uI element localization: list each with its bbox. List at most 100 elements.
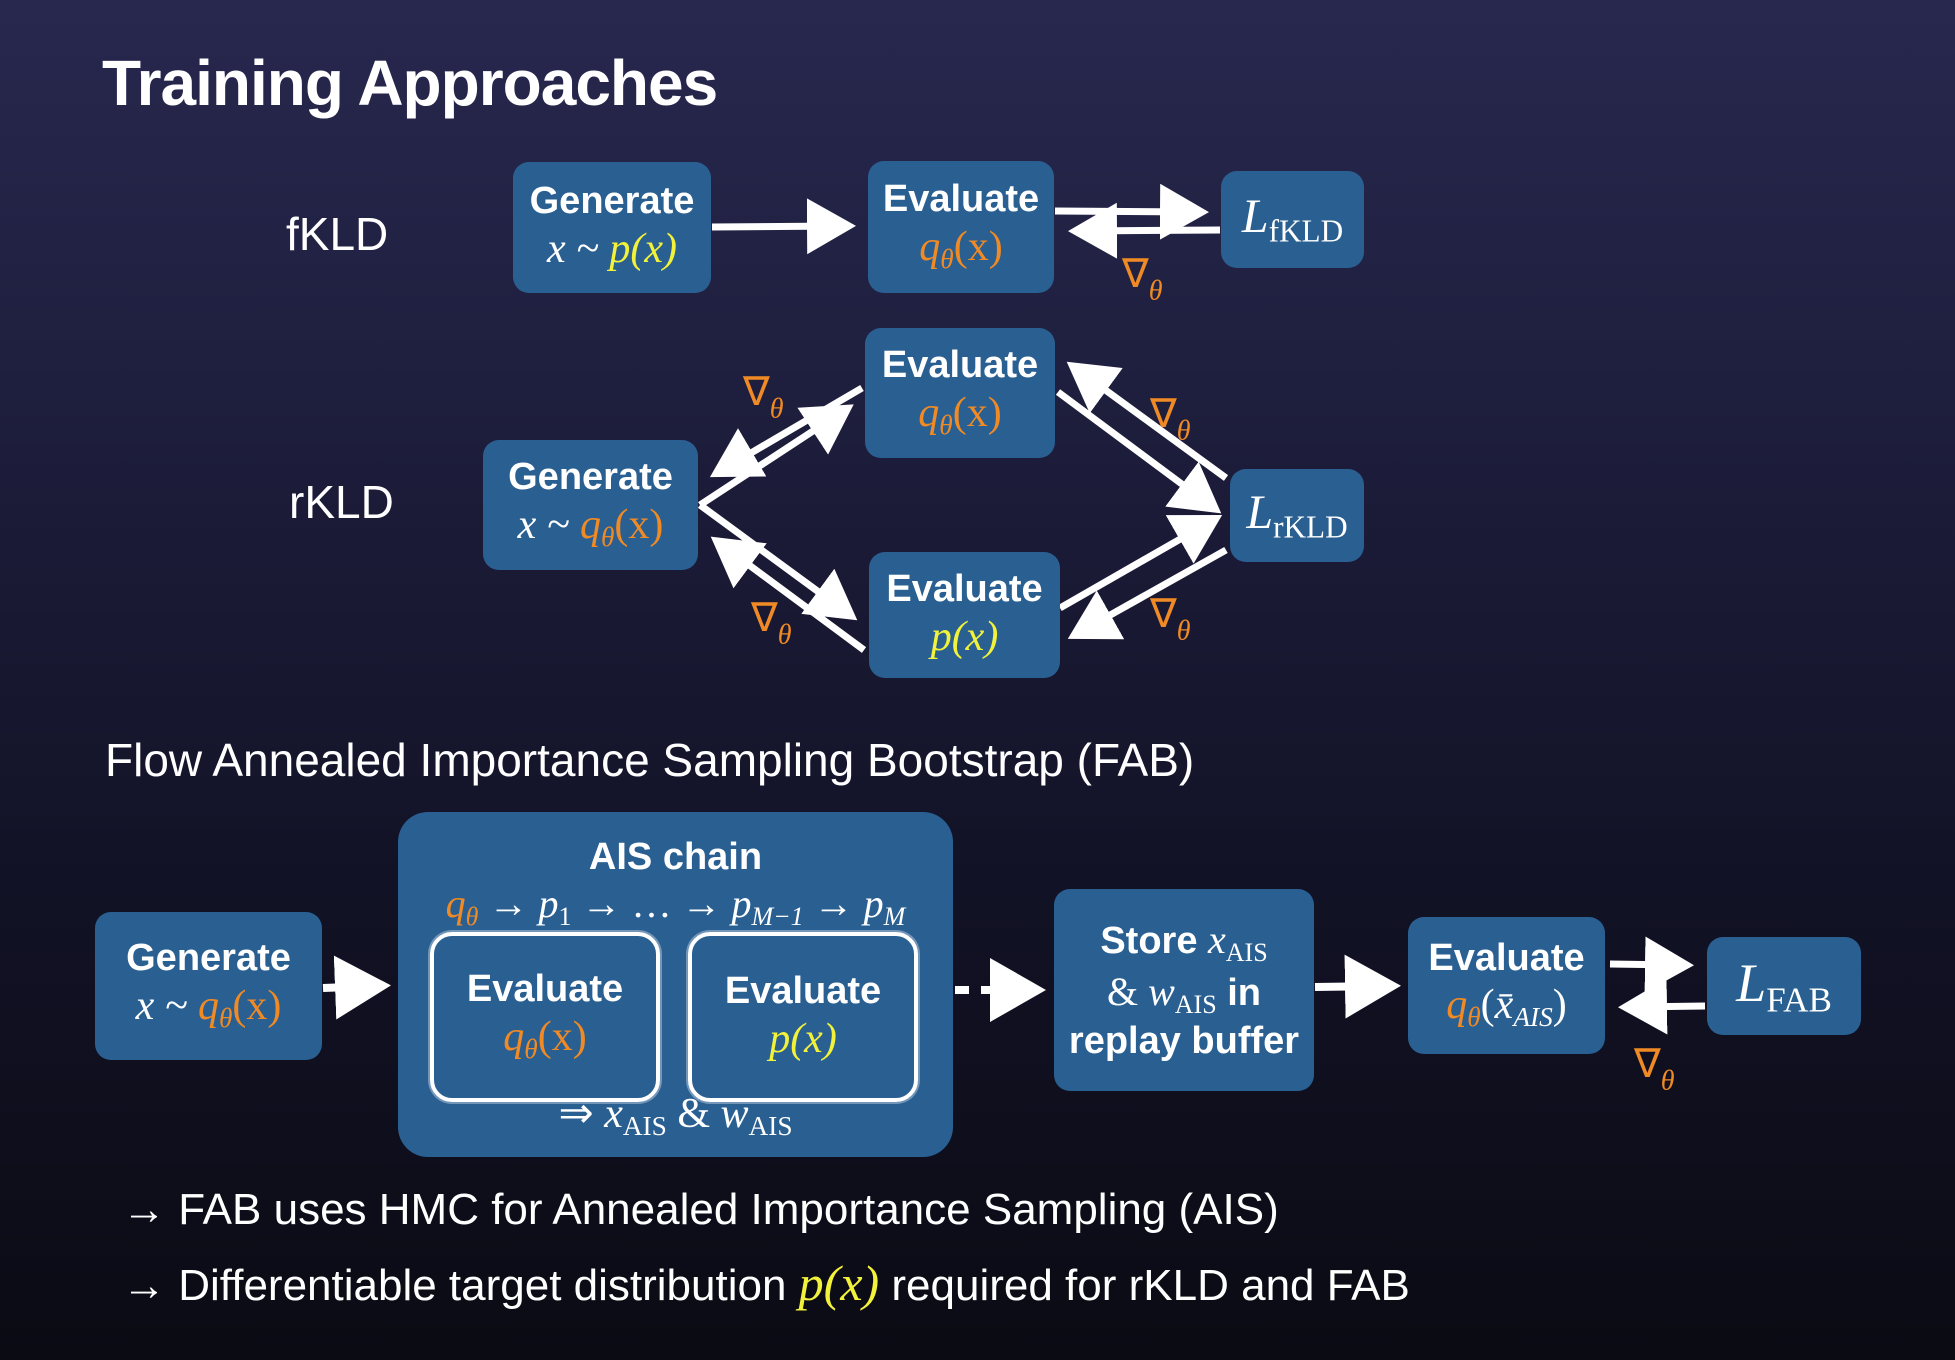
store-suffix: in xyxy=(1216,972,1262,1015)
loss-subscript: FAB xyxy=(1766,980,1832,1020)
fab-gradient: ∇θ xyxy=(1634,1040,1675,1098)
gradient-subscript: θ xyxy=(1148,275,1163,307)
gradient-subscript: θ xyxy=(777,619,792,651)
arrow-fkld-evaluate-to-loss xyxy=(1054,183,1209,240)
seq-arrow: → xyxy=(681,880,722,926)
expr-sub: θ xyxy=(524,1034,538,1065)
store-x: x xyxy=(1208,917,1226,963)
expr-prefix: x ~ xyxy=(517,501,580,548)
expr-sub: θ xyxy=(939,410,953,441)
expr-sub: θ xyxy=(600,522,615,553)
arrow-rkld-evalp-to-generate xyxy=(710,536,867,653)
expr-q: q xyxy=(919,223,941,270)
expr-xsub: AIS xyxy=(1513,1002,1553,1033)
rkld-gradient-top-left: ∇θ xyxy=(743,368,784,426)
arrow-rkld-evalq-to-generate xyxy=(709,384,864,478)
expr-sub: θ xyxy=(218,1003,233,1034)
rkld-loss-box: LrKLD xyxy=(1230,469,1364,562)
result-w-sub: AIS xyxy=(748,1111,793,1142)
store-line1: Store xAIS xyxy=(1100,916,1267,968)
fab-evaluate-title: Evaluate xyxy=(1428,936,1585,979)
fab-loss-box: LFAB xyxy=(1707,937,1861,1035)
bullet-2: → Differentiable target distribution p(x… xyxy=(122,1253,1410,1313)
fkld-generate-box: Generate x ~ p(x) xyxy=(513,162,711,293)
fkld-generate-title: Generate xyxy=(529,180,695,223)
seq-q-sub: θ xyxy=(465,901,479,931)
nabla-icon: ∇ xyxy=(1122,251,1149,296)
arrow-right-icon: → xyxy=(122,1261,166,1310)
result-w: w xyxy=(720,1091,749,1138)
expr-q: q xyxy=(918,389,940,436)
fkld-loss-box: LfKLD xyxy=(1221,171,1364,268)
rkld-evaluate-q-title: Evaluate xyxy=(881,344,1039,387)
gradient-subscript: θ xyxy=(1660,1065,1675,1097)
bullet-text-before: Differentiable target distribution xyxy=(178,1261,799,1310)
fab-store-box: Store xAIS & wAIS in replay buffer xyxy=(1054,889,1314,1091)
seq-p1-sub: 1 xyxy=(558,901,572,931)
arrow-rkld-generate-to-evalq xyxy=(698,404,854,508)
arrow-fkld-loss-to-evaluate xyxy=(1068,202,1221,259)
ais-evaluate-q-box: Evaluate qθ(x) xyxy=(430,932,660,1102)
fkld-evaluate-title: Evaluate xyxy=(882,178,1040,221)
nabla-icon: ∇ xyxy=(751,595,778,640)
seq-dots: … xyxy=(631,880,672,926)
fab-heading: Flow Annealed Importance Sampling Bootst… xyxy=(105,734,1195,786)
seq-arrow: → xyxy=(581,880,622,926)
rkld-evaluate-q-expr: qθ(x) xyxy=(918,388,1001,442)
expr-prefix: x ~ xyxy=(135,982,198,1029)
loss-symbol: L xyxy=(1246,486,1274,540)
fab-loss: LFAB xyxy=(1736,952,1832,1021)
gradient-subscript: θ xyxy=(1176,615,1191,647)
ais-chain-result: ⇒ xAIS & wAIS xyxy=(398,1089,953,1143)
rkld-evaluate-p-title: Evaluate xyxy=(886,567,1043,610)
fab-generate-title: Generate xyxy=(126,937,291,980)
arrow-rkld-loss-to-evalq xyxy=(1066,361,1229,481)
nabla-icon: ∇ xyxy=(1150,591,1177,636)
expr-close: ) xyxy=(1552,982,1567,1029)
ais-evaluate-q-expr: qθ(x) xyxy=(503,1012,586,1066)
rkld-gradient-bottom-left: ∇θ xyxy=(751,594,792,652)
arrow-fab-loss-to-evaluate xyxy=(1618,978,1706,1035)
arrow-rkld-loss-to-evalp xyxy=(1067,546,1228,640)
expr-q: q xyxy=(1446,982,1468,1029)
fkld-evaluate-box: Evaluate qθ(x) xyxy=(868,161,1054,293)
rkld-evaluate-p-box: Evaluate p(x) xyxy=(869,552,1060,678)
seq-pm: p xyxy=(863,880,884,926)
nabla-icon: ∇ xyxy=(743,369,770,414)
expr-arg: (x) xyxy=(953,223,1003,270)
fab-evaluate-box: Evaluate qθ(x̄AIS) xyxy=(1408,917,1605,1054)
rkld-gradient-top-right: ∇θ xyxy=(1150,390,1191,448)
expr-dist: p(x) xyxy=(609,226,677,273)
store-line3: replay buffer xyxy=(1068,1020,1300,1063)
nabla-icon: ∇ xyxy=(1150,391,1177,436)
result-amp: & xyxy=(677,1091,710,1138)
loss-symbol: L xyxy=(1736,952,1767,1013)
expr-open: ( xyxy=(1480,982,1495,1029)
seq-pm-sub: M xyxy=(883,901,906,931)
arrow-fab-store-to-evaluate xyxy=(1314,954,1401,1019)
loss-subscript: rKLD xyxy=(1273,509,1348,545)
arrow-right-icon: → xyxy=(122,1185,166,1234)
expr-sub: θ xyxy=(1467,1002,1481,1033)
seq-q: q xyxy=(445,880,466,926)
rkld-generate-title: Generate xyxy=(508,456,673,499)
rkld-evaluate-p-expr: p(x) xyxy=(930,613,999,660)
bullet-math: p(x) xyxy=(798,1255,880,1311)
expr-arg: (x) xyxy=(952,389,1002,436)
gradient-subscript: θ xyxy=(1176,415,1191,447)
gradient-subscript: θ xyxy=(769,393,784,425)
loss-symbol: L xyxy=(1241,190,1269,244)
ais-chain-title: AIS chain xyxy=(588,836,763,878)
fab-generate-expr: x ~ qθ(x) xyxy=(136,981,282,1035)
expr-arg: (x) xyxy=(614,501,664,548)
rkld-loss: LrKLD xyxy=(1246,485,1347,545)
fkld-gradient: ∇θ xyxy=(1122,250,1163,308)
page-title: Training Approaches xyxy=(102,47,718,119)
seq-pm1: p xyxy=(731,880,752,926)
fkld-label: fKLD xyxy=(286,208,389,260)
ais-evaluate-p-box: Evaluate p(x) xyxy=(688,932,918,1102)
bullet-1: → FAB uses HMC for Annealed Importance S… xyxy=(122,1185,1279,1235)
arrow-rkld-generate-to-evalp xyxy=(697,502,858,621)
seq-p1: p xyxy=(538,880,559,926)
